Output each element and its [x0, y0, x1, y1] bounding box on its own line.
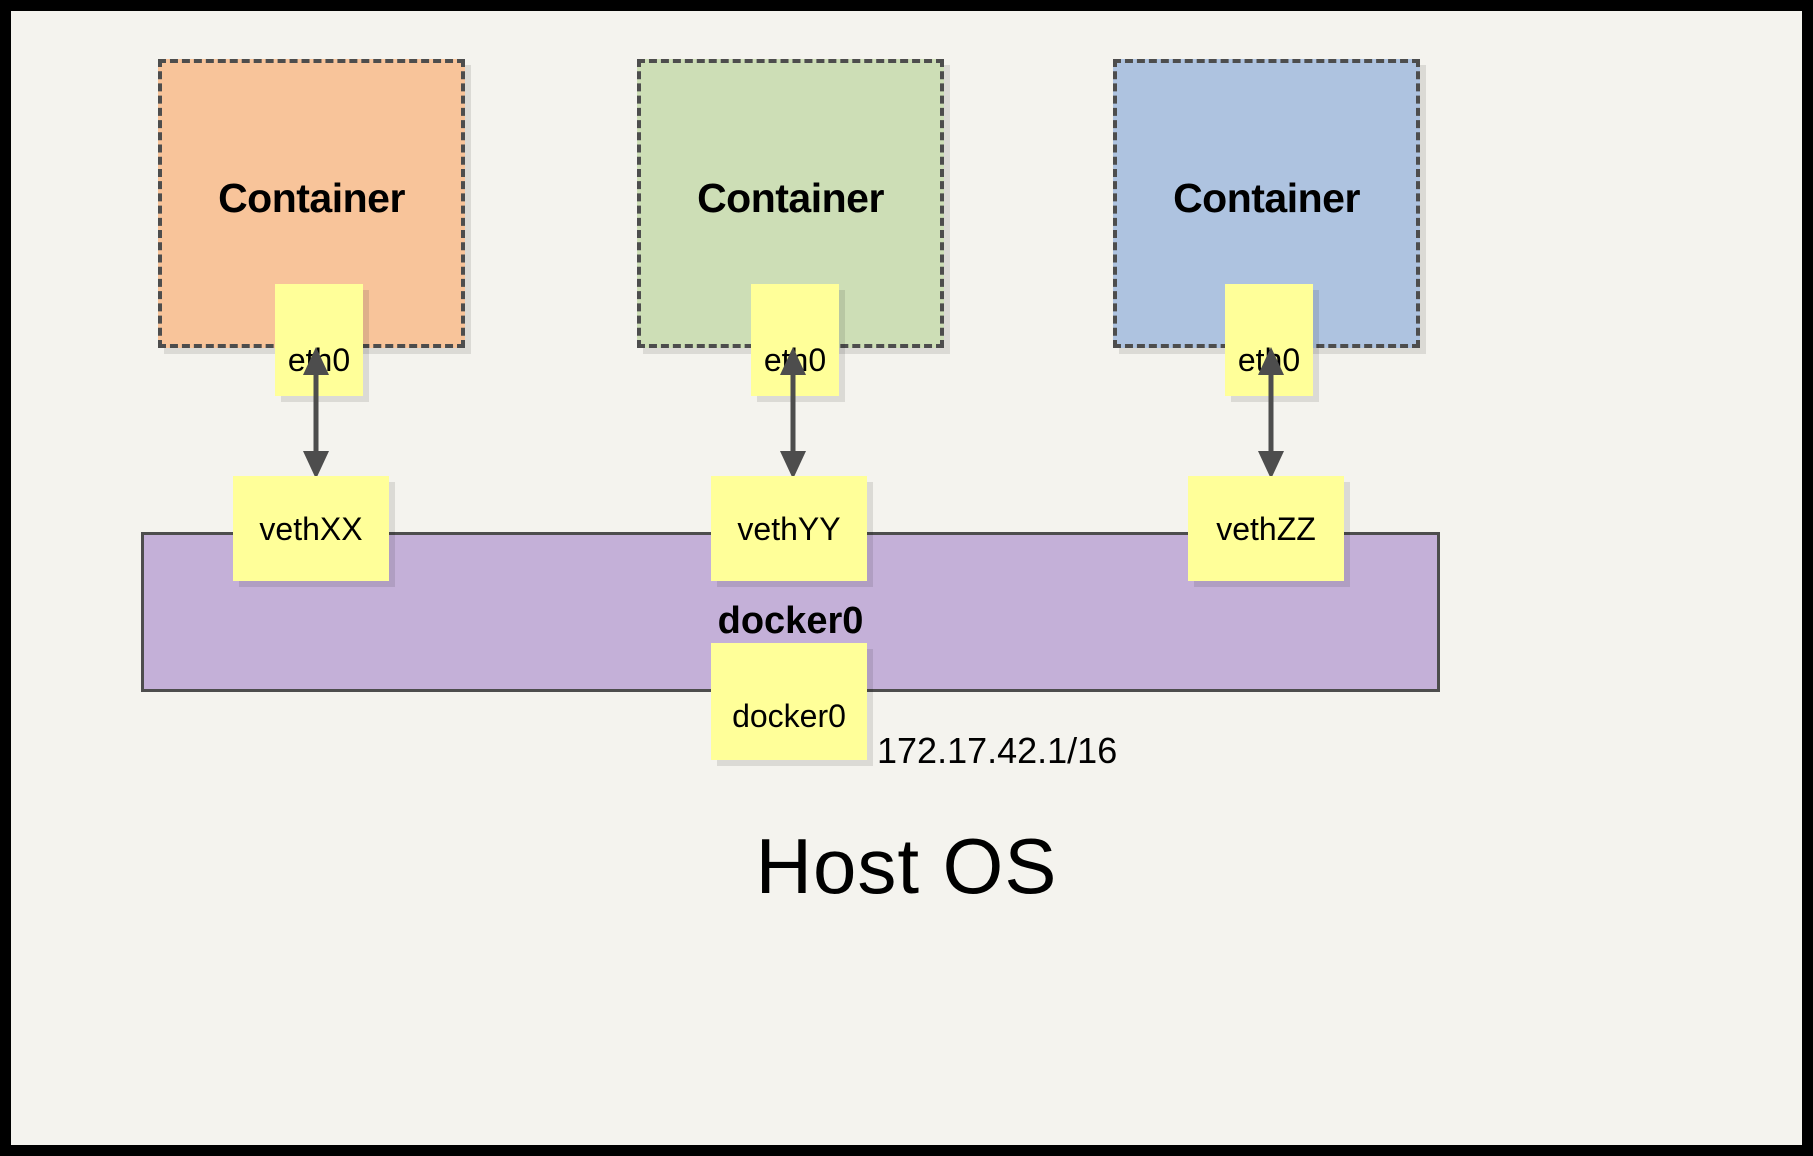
veth-label-2: vethYY — [737, 510, 841, 547]
container-title-3: Container — [1173, 175, 1360, 221]
veth-interface-1: vethXX — [233, 476, 389, 581]
container-title-1: Container — [218, 175, 405, 221]
container-box-2: Container eth0 — [637, 59, 944, 396]
host-os-region: Container eth0 Container eth0 Container … — [11, 11, 1802, 1145]
container-box-3: Container eth0 — [1113, 59, 1420, 396]
docker0-ip-label: 172.17.42.1/16 — [877, 730, 1118, 771]
container-title-2: Container — [697, 175, 884, 221]
veth-interface-3: vethZZ — [1188, 476, 1344, 581]
docker0-interface-label: docker0 — [732, 697, 846, 734]
veth-label-3: vethZZ — [1216, 510, 1316, 547]
container-box-1: Container eth0 — [158, 59, 465, 396]
docker0-bridge-title: docker0 — [717, 600, 864, 642]
veth-interface-2: vethYY — [711, 476, 867, 581]
double-headed-arrow-icon-1 — [303, 347, 329, 479]
host-os-label: Host OS — [755, 822, 1058, 910]
veth-label-1: vethXX — [259, 510, 363, 547]
double-headed-arrow-icon-2 — [780, 347, 806, 479]
double-headed-arrow-icon-3 — [1258, 347, 1284, 479]
docker0-interface-note: docker0 — [711, 643, 867, 760]
